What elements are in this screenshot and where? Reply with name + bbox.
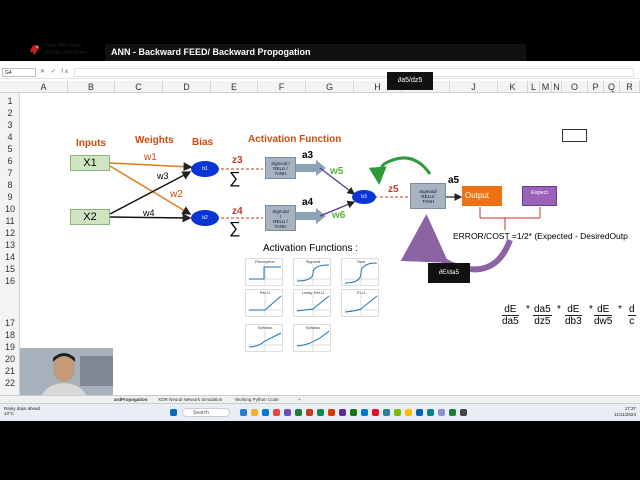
taskbar-app-icon[interactable]	[460, 409, 467, 416]
column-header[interactable]: O	[562, 81, 588, 93]
column-header[interactable]: P	[588, 81, 604, 93]
row-header[interactable]: 22	[4, 378, 15, 388]
formula-bar: G4 ✕ ✓ fx	[0, 67, 640, 79]
taskbar-app-icon[interactable]	[306, 409, 313, 416]
row-header[interactable]: 15	[4, 264, 15, 274]
column-header[interactable]: H	[354, 81, 402, 93]
taskbar-app-icon[interactable]	[262, 409, 269, 416]
column-header[interactable]: R	[620, 81, 640, 93]
name-box[interactable]: G4	[2, 68, 36, 77]
weather-widget[interactable]: Rainy days ahead 10°C	[4, 406, 40, 416]
taskbar-app-icon[interactable]	[350, 409, 357, 416]
column-header[interactable]: Q	[604, 81, 620, 93]
column-header[interactable]: J	[450, 81, 498, 93]
column-header[interactable]: N	[552, 81, 562, 93]
column-header[interactable]: G	[306, 81, 354, 93]
taskbar-app-icon[interactable]	[394, 409, 401, 416]
column-header[interactable]: E	[211, 81, 258, 93]
weather-text: Rainy days ahead	[4, 406, 41, 411]
column-header[interactable]: M	[540, 81, 552, 93]
page-title: ANN - Backward FEED/ Backward Propogatio…	[105, 44, 526, 61]
row-header[interactable]: 1	[7, 96, 13, 106]
column-header[interactable]: K	[498, 81, 528, 93]
taskbar-app-icon[interactable]	[251, 409, 258, 416]
row-header[interactable]: 5	[7, 144, 13, 154]
row-header[interactable]: 6	[7, 156, 13, 166]
clock-date: 11/11/2024	[614, 412, 636, 417]
row-header[interactable]: 4	[7, 132, 13, 142]
column-header[interactable]: A	[20, 81, 68, 93]
row-header[interactable]: 19	[4, 342, 15, 352]
formula-input[interactable]	[74, 68, 634, 77]
bird-logo-icon	[30, 44, 40, 55]
taskbar-app-icon[interactable]	[416, 409, 423, 416]
column-header[interactable]: B	[68, 81, 115, 93]
tab-xor-simulation[interactable]: XOR Neural Network Simulation	[158, 397, 223, 402]
taskbar-app-icon[interactable]	[240, 409, 247, 416]
row-header[interactable]: 17	[4, 318, 15, 328]
tab-python-code[interactable]: Working Python Code	[235, 397, 279, 402]
start-icon[interactable]	[170, 409, 177, 416]
row-header[interactable]: 8	[7, 180, 13, 190]
row-header[interactable]: 3	[7, 120, 13, 130]
column-header[interactable]: F	[258, 81, 306, 93]
sheet-tabs: ardPropogation XOR Neural Network Simula…	[0, 395, 640, 404]
column-header[interactable]: I	[402, 81, 450, 93]
row-header[interactable]: 16	[4, 276, 15, 286]
column-header[interactable]: L	[528, 81, 540, 93]
taskbar-app-icon[interactable]	[372, 409, 379, 416]
taskbar-app-icon[interactable]	[405, 409, 412, 416]
row-header[interactable]: 18	[4, 330, 15, 340]
row-header[interactable]: 12	[4, 228, 15, 238]
formula-bar-buttons[interactable]: ✕ ✓ fx	[40, 69, 71, 75]
brand-handle: @Code-With-Robin	[44, 50, 88, 56]
row-header[interactable]: 14	[4, 252, 15, 262]
weather-temp: 10°C	[4, 411, 15, 416]
taskbar-app-icon[interactable]	[339, 409, 346, 416]
windows-taskbar: Rainy days ahead 10°C Search 17:37 11/11…	[0, 403, 640, 421]
clock-time: 17:37	[624, 406, 636, 411]
row-header[interactable]: 13	[4, 240, 15, 250]
brand-name: Code With Robin	[44, 43, 82, 49]
row-header[interactable]: 10	[4, 204, 15, 214]
row-header[interactable]: 20	[4, 354, 15, 364]
column-header[interactable]: D	[163, 81, 211, 93]
taskbar-app-icon[interactable]	[438, 409, 445, 416]
add-sheet-button[interactable]: +	[298, 397, 301, 402]
taskbar-app-icon[interactable]	[317, 409, 324, 416]
taskbar-app-icon[interactable]	[273, 409, 280, 416]
taskbar-clock[interactable]: 17:37 11/11/2024	[614, 406, 636, 418]
taskbar-app-icon[interactable]	[449, 409, 456, 416]
row-header[interactable]: 2	[7, 108, 13, 118]
taskbar-app-icon[interactable]	[284, 409, 291, 416]
row-header[interactable]: 21	[4, 366, 15, 376]
taskbar-app-icon[interactable]	[328, 409, 335, 416]
taskbar-app-icon[interactable]	[295, 409, 302, 416]
taskbar-search[interactable]: Search	[182, 408, 230, 417]
taskbar-app-icon[interactable]	[383, 409, 390, 416]
taskbar-app-icon[interactable]	[427, 409, 434, 416]
taskbar-app-icon[interactable]	[361, 409, 368, 416]
row-header[interactable]: 11	[5, 216, 15, 226]
column-header[interactable]: C	[115, 81, 163, 93]
row-header[interactable]: 7	[7, 168, 13, 178]
row-header[interactable]: 9	[7, 192, 13, 202]
